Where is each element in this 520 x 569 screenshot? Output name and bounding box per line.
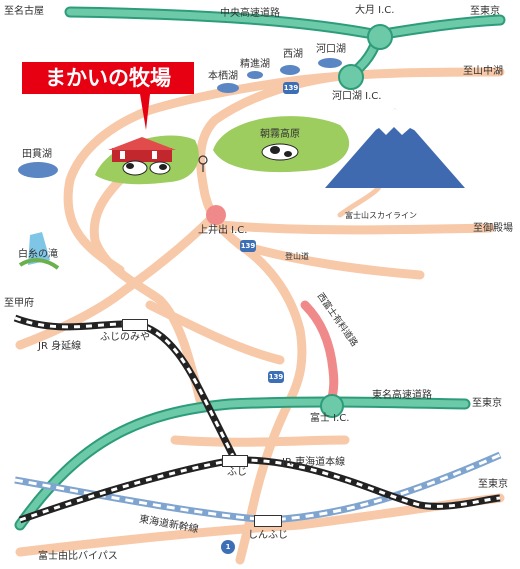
label-jr-tokaido-line: JR 東海道本線 [282, 457, 346, 468]
shin-fuji-station-marker [254, 515, 282, 527]
label-to-gotemba: 至御殿場 [473, 223, 513, 234]
label-tozando: 登山道 [285, 252, 309, 261]
label-fujisan-skyline: 富士山スカイライン [345, 211, 417, 220]
label-to-kofu: 至甲府 [4, 298, 34, 309]
route-139-shield-low: 139 [268, 371, 284, 383]
road-kamiide-west [120, 210, 220, 295]
label-kawaguchiko: 河口湖 [316, 44, 346, 55]
label-shojiko: 精進湖 [240, 59, 270, 70]
road-west-loop [63, 105, 155, 275]
road-middle [145, 300, 285, 365]
label-fuji-ic: 富士 I.C. [310, 413, 350, 424]
label-to-tokyo-tomei: 至東京 [472, 398, 502, 409]
label-fuji-yui-bypass: 富士由比バイパス [38, 551, 118, 562]
road-farm-south [89, 165, 205, 405]
label-to-yamanakako: 至山中湖 [463, 66, 503, 77]
label-asagiri-kogen: 朝霧高原 [260, 129, 300, 140]
label-kamiide-ic: 上井出 I.C. [198, 225, 248, 236]
otsuki-ic-marker [367, 24, 393, 50]
label-to-tokyo-south: 至東京 [478, 479, 508, 490]
mount-fuji [325, 108, 465, 188]
lake-tanukiko [18, 162, 58, 178]
lake-motosuko [217, 83, 239, 93]
label-nishiko: 西湖 [283, 49, 303, 60]
cow-icon-asagiri [261, 143, 299, 161]
cow-icon-farm [122, 160, 171, 176]
lake-kawaguchiko [318, 58, 342, 68]
kamiide-ic-marker [206, 205, 226, 225]
label-motosuko: 本栖湖 [208, 71, 238, 82]
toll-road [300, 300, 339, 410]
road-kofu [15, 285, 130, 350]
jr-lines [13, 314, 501, 524]
kawaguchiko-ic-marker [338, 64, 364, 90]
label-tanukiko: 田貫湖 [22, 149, 52, 160]
label-kawaguchiko-ic: 河口湖 I.C. [332, 91, 382, 102]
route-1-shield: 1 [221, 540, 235, 554]
label-chuo-expressway: 中央高速道路 [220, 8, 280, 19]
farm-title: まかいの牧場 [22, 62, 194, 94]
label-tomei-expressway: 東名高速道路 [372, 390, 432, 401]
label-to-nagoya: 至名古屋 [4, 6, 44, 17]
label-shiraito-falls: 白糸の滝 [18, 249, 58, 260]
title-pointer [140, 94, 150, 130]
mount-fuji-snow [372, 108, 418, 135]
farm-building-icon [108, 137, 176, 162]
expressways [14, 6, 506, 531]
label-fuji-station: ふじ [227, 467, 247, 478]
fuji-station-marker [222, 455, 248, 467]
label-otsuki-ic: 大月 I.C. [355, 5, 395, 16]
road-yamanakako [145, 67, 505, 115]
road-tozando [235, 240, 425, 280]
road-gotemba [215, 220, 495, 235]
label-jr-minobu-line: JR 身延線 [38, 341, 82, 352]
pin-icon [198, 155, 208, 172]
label-fujinomiya: ふじのみや [100, 332, 150, 343]
route-139-shield-mid: 139 [240, 240, 256, 252]
label-to-tokyo-north: 至東京 [470, 6, 500, 17]
fuji-ic-marker [320, 394, 344, 418]
shiraito-falls-icon [18, 232, 60, 270]
label-shin-fuji: しんふじ [248, 530, 288, 541]
road-lower-fuji [170, 435, 350, 447]
route-139-shield-top: 139 [283, 82, 299, 94]
lakes [18, 58, 342, 178]
lake-shojiko [247, 71, 263, 79]
lake-nishiko [280, 65, 300, 75]
fujinomiya-station-marker [122, 319, 148, 331]
